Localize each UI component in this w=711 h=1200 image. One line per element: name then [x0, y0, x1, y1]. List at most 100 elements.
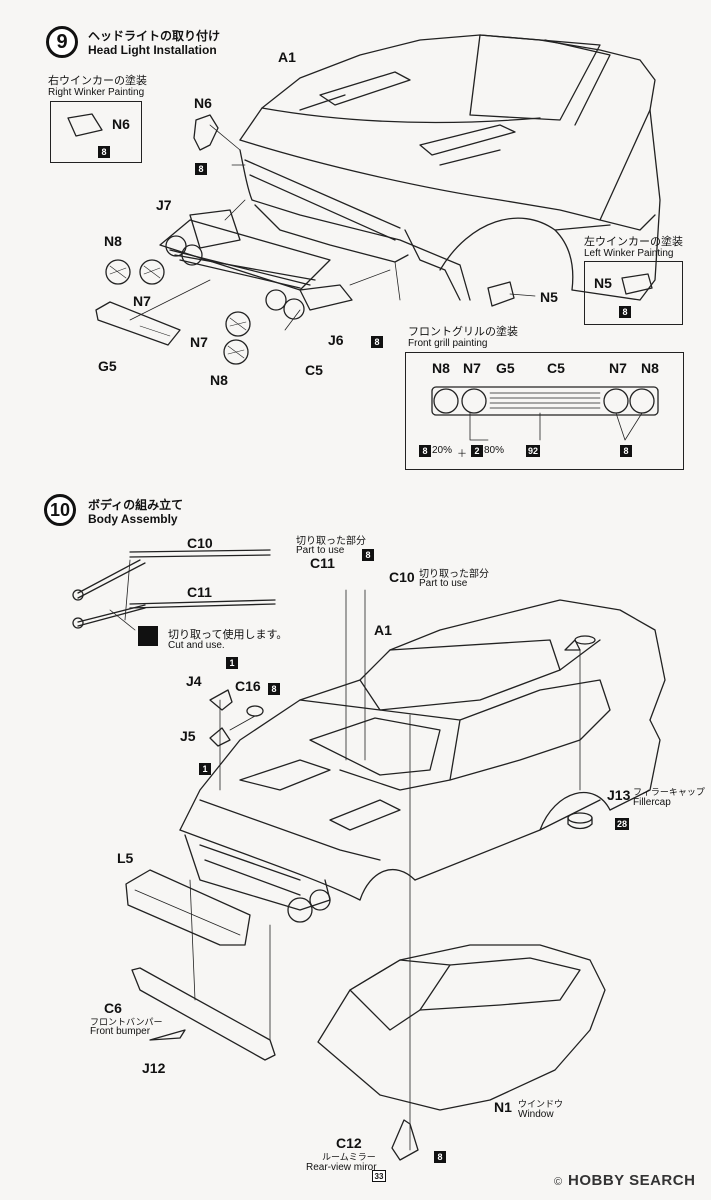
- step10-paint-c11: 8: [362, 549, 374, 561]
- step10-label-c6: C6: [104, 1000, 122, 1016]
- step10-j13-jp: フィラーキャップ: [633, 788, 705, 798]
- step10-number: 10: [44, 494, 76, 526]
- step10-label-j4: J4: [186, 673, 202, 689]
- grill-mix-b-code: 2: [471, 445, 483, 457]
- step10-paint-c12-a: 8: [434, 1151, 446, 1163]
- grill-label-c5: C5: [547, 360, 565, 376]
- step9-number: 9: [46, 26, 78, 58]
- grill-mix-plus: ＋: [457, 449, 467, 460]
- hobby-search-watermark: HOBBY SEARCH: [568, 1172, 696, 1189]
- left-winker-paint: 8: [619, 306, 631, 318]
- cut-icon: [138, 626, 158, 646]
- left-winker-box: [584, 261, 683, 325]
- step10-part-j5: [209, 727, 231, 747]
- step10-paint-c16: 8: [268, 683, 280, 695]
- grill-label-n8-right: N8: [641, 360, 659, 376]
- step9-label-n7-top: N7: [133, 293, 151, 309]
- step10-part-j12: [149, 1029, 186, 1041]
- step9-part-j7: [189, 209, 241, 249]
- step9-label-a1: A1: [278, 49, 296, 65]
- right-winker-box: [50, 101, 142, 163]
- grill-mix-a-code: 8: [419, 445, 431, 457]
- step9-paint-n6: 8: [195, 163, 207, 175]
- step10-title-en: Body Assembly: [88, 512, 178, 526]
- grill-mix-a-pct: 20%: [432, 445, 453, 456]
- step10-label-n1: N1: [494, 1099, 512, 1115]
- c11-part-jp: 切り取った部分: [296, 536, 366, 547]
- c10-part-en: Part to use: [419, 578, 468, 589]
- grill-label-n8-left: N8: [432, 360, 450, 376]
- step9-title-jp: ヘッドライトの取り付け: [88, 29, 221, 43]
- step9-paint-j6: 8: [371, 336, 383, 348]
- step9-grill-g5: [159, 219, 331, 320]
- step10-sprue-c11: C11: [187, 584, 212, 600]
- step10-part-c6: [131, 967, 276, 1061]
- grill-label-n7-right: N7: [609, 360, 627, 376]
- grill-title-jp: フロントグリルの塗装: [408, 325, 518, 338]
- step9-label-g5: G5: [98, 358, 117, 374]
- left-winker-title-jp: 左ウインカーの塗装: [584, 235, 683, 248]
- step10-body-a1: [179, 599, 666, 923]
- step10-c6-jp: フロントバンパー: [90, 1018, 163, 1028]
- step10-c6-en: Front bumper: [90, 1026, 151, 1037]
- step10-paint-j5: 1: [199, 763, 211, 775]
- step10-label-a1: A1: [374, 622, 392, 638]
- step10-c12-en: Rear-view miror: [306, 1162, 377, 1173]
- step10-paint-c12-b: 33: [372, 1170, 386, 1182]
- winker-right-shape: [67, 113, 103, 137]
- step10-n1-en: Window: [518, 1109, 554, 1120]
- c10-part-jp: 切り取った部分: [419, 569, 489, 580]
- grill-mix-b-pct: 80%: [484, 445, 505, 456]
- step9-label-n7-bottom: N7: [190, 334, 208, 350]
- c11-part-en: Part to use: [296, 545, 345, 556]
- right-winker-part: N6: [112, 116, 130, 132]
- grill-label-n7-left: N7: [463, 360, 481, 376]
- step10-sprues: [72, 549, 276, 631]
- step10-label-c11: C11: [310, 555, 335, 571]
- grill-code: 92: [526, 445, 540, 457]
- step10-label-l5: L5: [117, 850, 134, 866]
- step9-label-n5: N5: [540, 289, 558, 305]
- left-winker-title-en: Left Winker Painting: [584, 248, 674, 259]
- step9-label-j6: J6: [328, 332, 344, 348]
- grill-label-g5: G5: [496, 360, 515, 376]
- step9-label-j7: J7: [156, 197, 172, 213]
- step9-lens-n7-top: [139, 259, 165, 285]
- step10-n1-jp: ウインドウ: [518, 1100, 564, 1110]
- step10-part-j4: [209, 689, 233, 711]
- step10-part-j13: [567, 812, 593, 824]
- step10-label-c16: C16: [235, 678, 261, 694]
- step9-lens-n7-bottom: [225, 311, 251, 337]
- grill-painting-box: [405, 352, 684, 470]
- right-winker-title-jp: 右ウインカーの塗装: [48, 74, 147, 87]
- copyright-mark: ©: [554, 1176, 563, 1188]
- step9-title-en: Head Light Installation: [88, 43, 217, 57]
- step9-part-j6: [299, 284, 353, 311]
- step10-sprue-c10: C10: [187, 535, 213, 551]
- cut-use-jp: 切り取って使用します。: [168, 628, 288, 641]
- cut-use-en: Cut and use.: [168, 640, 225, 651]
- step10-label-c10: C10: [389, 569, 415, 585]
- step10-title-jp: ボディの組み立て: [88, 498, 184, 512]
- right-winker-paint: 8: [98, 146, 110, 158]
- step10-c12-jp: ルームミラー: [322, 1153, 376, 1163]
- winker-left-shape: [621, 273, 653, 295]
- grill-lamp-code: 8: [620, 445, 632, 457]
- step9-part-n5: [487, 281, 515, 307]
- step10-label-j5: J5: [180, 728, 196, 744]
- step9-label-n8-top: N8: [104, 233, 122, 249]
- step10-j13-en: Fillercap: [633, 797, 671, 808]
- step10-part-n1: [317, 944, 606, 1111]
- step9-label-n6: N6: [194, 95, 212, 111]
- step10-part-c16: [246, 705, 264, 717]
- step9-part-n6: [193, 114, 219, 151]
- step10-label-j12: J12: [142, 1060, 166, 1076]
- grill-painting-strip: [431, 386, 659, 441]
- left-winker-part: N5: [594, 275, 612, 291]
- step10-paint-j13: 28: [615, 818, 629, 830]
- step9-lens-n8-top: [105, 259, 131, 285]
- step10-part-c12: [391, 1119, 419, 1161]
- step10-part-l5: [125, 869, 251, 946]
